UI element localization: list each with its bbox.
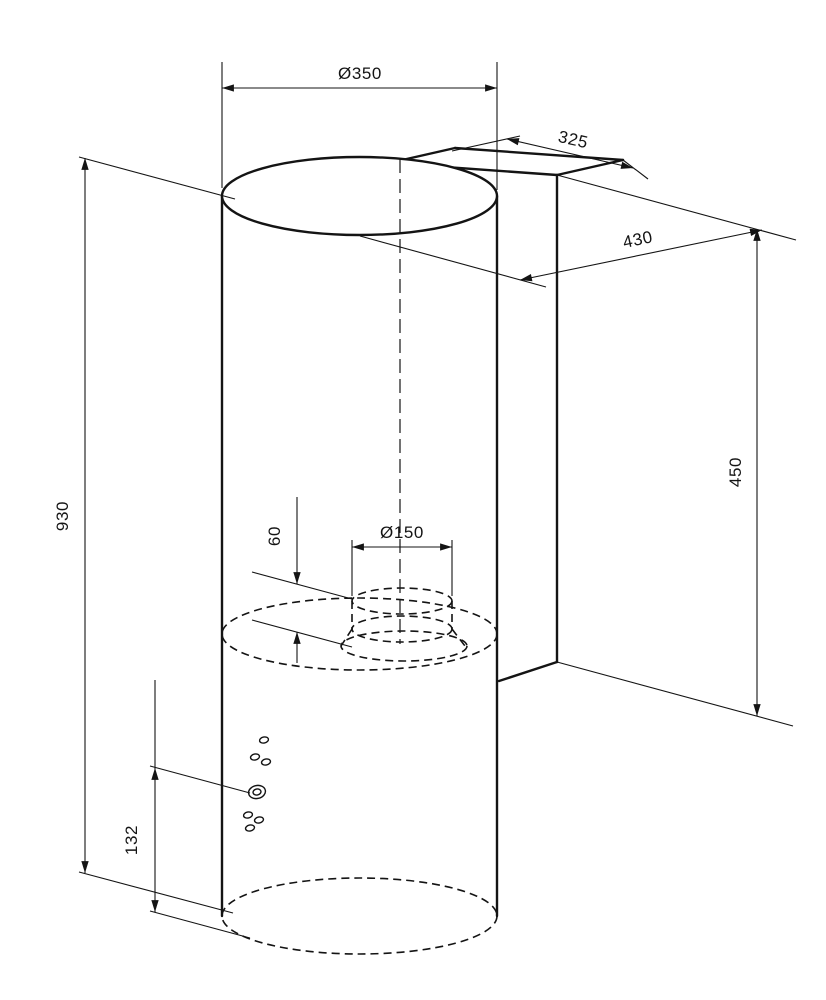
control-button bbox=[260, 758, 272, 766]
dimension-body-diameter: Ø350 bbox=[221, 62, 498, 190]
dimension-label: Ø350 bbox=[338, 64, 382, 83]
dimension-top-depth: 325 bbox=[451, 127, 649, 180]
dimension-line bbox=[506, 138, 634, 169]
control-panel bbox=[242, 736, 272, 832]
extension-line bbox=[251, 571, 353, 600]
extension-line bbox=[78, 156, 236, 200]
cylinder-top-rim bbox=[220, 155, 499, 237]
body-opening-rim bbox=[340, 630, 468, 662]
dimension-label: 930 bbox=[53, 501, 72, 531]
cylinder-mid-hidden-rim bbox=[221, 597, 498, 671]
extension-line bbox=[556, 661, 794, 727]
control-button bbox=[249, 753, 261, 761]
collar-top-rim bbox=[351, 587, 453, 615]
dimension-label: 325 bbox=[556, 127, 590, 152]
dimension-total-height: 930 bbox=[53, 156, 236, 914]
control-button bbox=[258, 736, 270, 744]
dimension-label: 132 bbox=[122, 825, 141, 855]
extension-line bbox=[149, 765, 251, 794]
dimension-right-height: 450 bbox=[556, 229, 794, 727]
dimension-line bbox=[519, 228, 763, 282]
control-knob-center bbox=[252, 788, 262, 796]
extension-line bbox=[451, 135, 521, 152]
dimension-label: 430 bbox=[621, 227, 654, 252]
collar-base-rim bbox=[351, 615, 453, 643]
dimension-label: Ø150 bbox=[380, 523, 424, 542]
dimension-label: 60 bbox=[265, 526, 284, 546]
dimension-collar-offset: 60 bbox=[251, 497, 353, 663]
collar-flare-right bbox=[451, 628, 466, 647]
dimension-label: 450 bbox=[726, 457, 745, 487]
control-button bbox=[242, 811, 254, 819]
extension-line bbox=[149, 910, 251, 939]
extension-line bbox=[359, 235, 547, 288]
control-button bbox=[253, 816, 265, 824]
plate-top-right-edge bbox=[555, 158, 625, 177]
extension-line bbox=[251, 619, 353, 648]
hood-cylinder-body bbox=[220, 155, 499, 955]
control-button bbox=[244, 824, 256, 832]
extension-line bbox=[78, 871, 234, 914]
cylinder-bottom-hidden-rim bbox=[221, 877, 498, 955]
plate-bottom-edge bbox=[497, 660, 559, 683]
dimension-duct-diameter: Ø150 bbox=[351, 523, 453, 596]
dimension-bottom-offset: 132 bbox=[122, 680, 251, 939]
plate-top-back-edge bbox=[453, 146, 625, 162]
extension-line bbox=[622, 159, 649, 180]
duct-collar-hidden bbox=[340, 587, 468, 662]
